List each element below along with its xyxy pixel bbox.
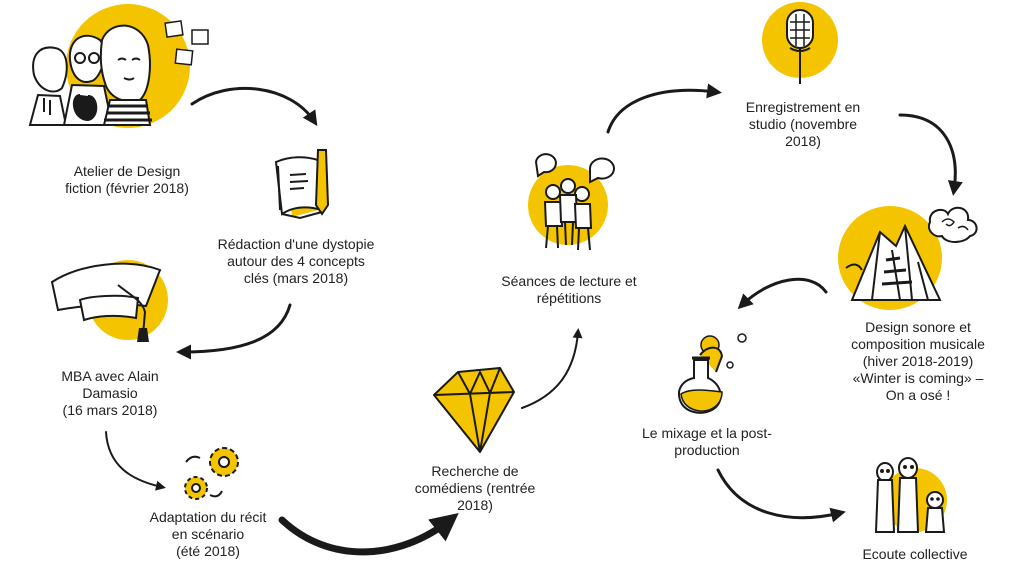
label-line: comédiens (rentrée xyxy=(414,480,536,496)
flask-icon xyxy=(678,333,747,414)
step-label-mixage: Le mixage et la post- production xyxy=(612,425,802,459)
label-line: Design sonore et xyxy=(865,319,971,335)
team-workshop-icon xyxy=(28,4,209,128)
people-talking-icon xyxy=(528,153,615,251)
meerkats-icon xyxy=(874,457,947,533)
label-line: Adaptation du récit xyxy=(149,509,267,525)
label-line: Rédaction d'une dystopie xyxy=(217,236,375,252)
step-label-mba: MBA avec Alain Damasio (16 mars 2018) xyxy=(40,368,180,419)
step-label-ecoute: Ecoute collective xyxy=(830,546,1000,563)
step-label-design-sonore: Design sonore et composition musicale (h… xyxy=(818,319,1018,404)
graduation-cap-icon xyxy=(50,260,168,342)
label-line: «Winter is coming» – xyxy=(852,370,984,386)
step-label-adaptation: Adaptation du récit en scénario (été 201… xyxy=(128,509,288,560)
arrow-enregistrement-to-design xyxy=(898,113,963,196)
label-line: (été 2018) xyxy=(176,543,240,559)
label-line: Enregistrement en xyxy=(745,99,861,115)
arrow-mba-to-adaptation xyxy=(105,431,166,491)
label-line: On a osé ! xyxy=(885,387,951,403)
label-line: Ecoute collective xyxy=(862,546,968,562)
microphone-icon xyxy=(762,2,838,84)
step-label-redaction: Rédaction d'une dystopie autour des 4 co… xyxy=(196,236,396,287)
label-line: MBA avec Alain xyxy=(61,368,159,384)
label-line: Atelier de Design xyxy=(73,163,181,179)
arrow-design-to-mixage xyxy=(737,277,828,310)
label-line: 2018) xyxy=(785,133,821,149)
step-label-enregistrement: Enregistrement en studio (novembre 2018) xyxy=(718,99,888,150)
label-line: fiction (février 2018) xyxy=(65,180,189,196)
gears-icon xyxy=(184,447,239,500)
label-line: Le mixage et la post- xyxy=(642,425,772,441)
label-line: (hiver 2018-2019) xyxy=(862,353,974,369)
label-line: clés (mars 2018) xyxy=(243,270,349,286)
flow-arrows xyxy=(105,83,963,556)
label-line: en scénario xyxy=(171,526,245,542)
label-line: Séances de lecture et xyxy=(501,273,637,289)
step-label-seances: Séances de lecture et répétitions xyxy=(474,273,664,307)
arrow-atelier-to-redaction xyxy=(190,86,318,126)
arrow-adaptation-to-recherche xyxy=(278,513,459,556)
notebook-pen-icon xyxy=(274,149,330,220)
arrow-seances-to-enregistrement xyxy=(606,83,722,134)
label-line: composition musicale xyxy=(851,336,985,352)
arrow-mixage-to-ecoute xyxy=(716,468,846,523)
label-line: autour des 4 concepts xyxy=(227,253,365,269)
arrow-redaction-to-mba xyxy=(176,303,292,360)
label-line: (16 mars 2018) xyxy=(62,402,158,418)
mountain-storm-icon xyxy=(838,206,978,310)
step-label-recherche: Recherche de comédiens (rentrée 2018) xyxy=(400,463,550,514)
diamond-icon xyxy=(433,367,515,453)
label-line: répétitions xyxy=(536,290,602,306)
label-line: Recherche de xyxy=(431,463,519,479)
label-line: 2018) xyxy=(457,497,493,513)
label-line: production xyxy=(674,442,740,458)
step-label-atelier: Atelier de Design fiction (février 2018) xyxy=(22,163,232,197)
arrow-recherche-to-seances xyxy=(521,328,583,409)
label-line: studio (novembre xyxy=(748,116,858,132)
label-line: Damasio xyxy=(82,385,138,401)
